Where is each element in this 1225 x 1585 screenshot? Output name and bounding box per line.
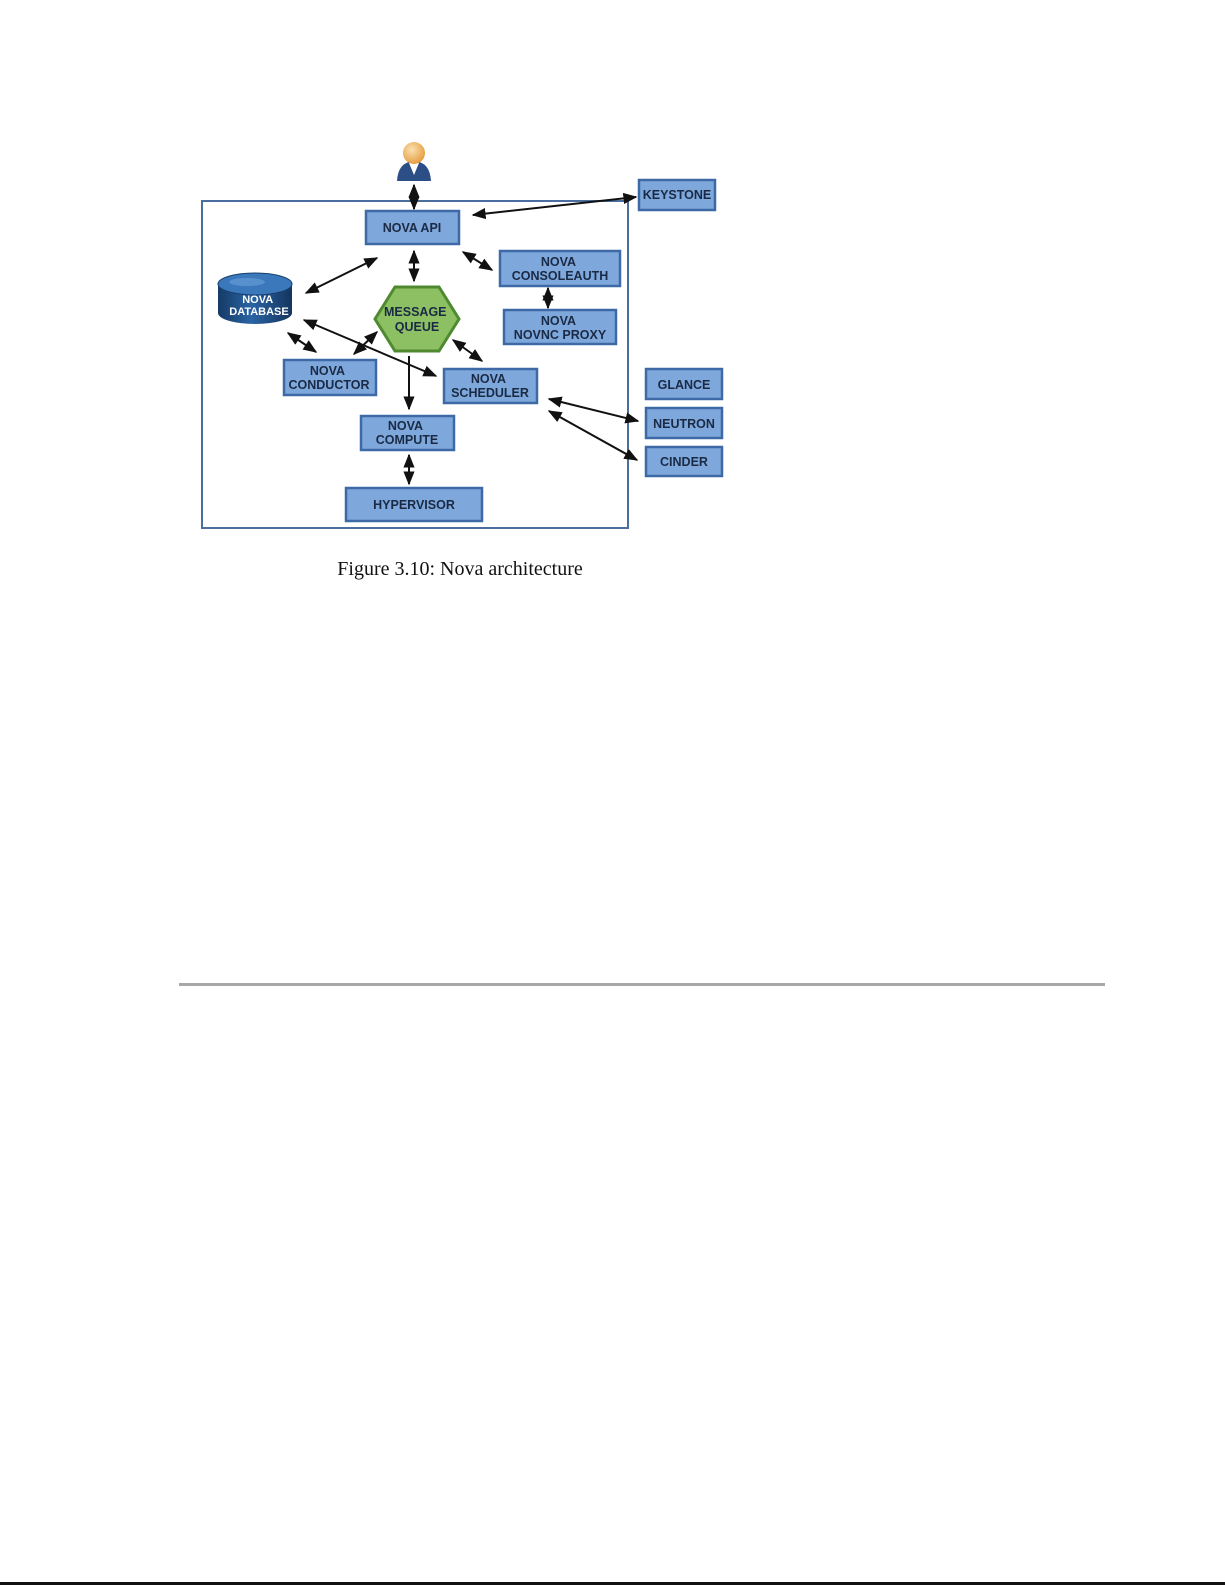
nova-database-cylinder: NOVA DATABASE: [218, 273, 292, 324]
connector-api-keystone: [473, 197, 636, 215]
cinder-label: CINDER: [660, 455, 708, 469]
svg-text:CINDER: CINDER: [660, 455, 708, 469]
nova-novnc-proxy-label-line2: NOVNC PROXY: [514, 328, 607, 342]
connector-api-database: [306, 258, 377, 293]
svg-text:GLANCE: GLANCE: [658, 378, 711, 392]
connector-api-consoleauth: [463, 252, 492, 270]
figure-caption: Figure 3.10: Nova architecture: [0, 558, 920, 581]
footnote-divider: [179, 983, 1105, 986]
connector-queue-scheduler: [453, 340, 482, 361]
hypervisor-label: HYPERVISOR: [373, 498, 455, 512]
message-queue-label-line2: QUEUE: [395, 320, 439, 334]
nova-compute-label-line1: NOVA: [388, 419, 423, 433]
nova-consoleauth-box: NOVA CONSOLEAUTH: [500, 251, 620, 286]
nova-api-box: NOVA API: [366, 211, 459, 244]
neutron-label: NEUTRON: [653, 417, 715, 431]
nova-scheduler-label-line2: SCHEDULER: [451, 386, 529, 400]
nova-novnc-proxy-label-line1: NOVA: [541, 314, 576, 328]
nova-consoleauth-label-line1: NOVA: [541, 255, 576, 269]
nova-conductor-box: NOVA CONDUCTOR: [284, 360, 376, 395]
nova-architecture-diagram: NOVA API KEYSTONE NOVA CONSOLEAUTH NOVA …: [0, 0, 1225, 600]
nova-scheduler-label-line1: NOVA: [471, 372, 506, 386]
nova-api-label: NOVA API: [383, 221, 442, 235]
nova-conductor-label-line2: CONDUCTOR: [288, 378, 369, 392]
svg-text:HYPERVISOR: HYPERVISOR: [373, 498, 455, 512]
keystone-box: KEYSTONE: [639, 180, 715, 210]
svg-text:KEYSTONE: KEYSTONE: [643, 188, 712, 202]
keystone-label: KEYSTONE: [643, 188, 712, 202]
svg-text:NOVA API: NOVA API: [383, 221, 442, 235]
nova-conductor-label-line1: NOVA: [310, 364, 345, 378]
message-queue-hexagon: MESSAGE QUEUE: [375, 287, 459, 351]
neutron-box: NEUTRON: [646, 408, 722, 438]
glance-box: GLANCE: [646, 369, 722, 399]
glance-label: GLANCE: [658, 378, 711, 392]
nova-novnc-proxy-box: NOVA NOVNC PROXY: [504, 310, 616, 344]
nova-compute-box: NOVA COMPUTE: [361, 416, 454, 450]
cinder-box: CINDER: [646, 447, 722, 476]
nova-consoleauth-label-line2: CONSOLEAUTH: [512, 269, 609, 283]
message-queue-label-line1: MESSAGE: [384, 305, 447, 319]
nova-compute-label-line2: COMPUTE: [376, 433, 439, 447]
connector-database-conductor: [288, 333, 316, 352]
nova-scheduler-box: NOVA SCHEDULER: [444, 369, 537, 403]
user-icon: [397, 142, 431, 181]
svg-text:NEUTRON: NEUTRON: [653, 417, 715, 431]
nova-database-label-line1: NOVA: [242, 294, 273, 306]
hypervisor-box: HYPERVISOR: [346, 488, 482, 521]
nova-database-label-line2: DATABASE: [229, 306, 288, 318]
